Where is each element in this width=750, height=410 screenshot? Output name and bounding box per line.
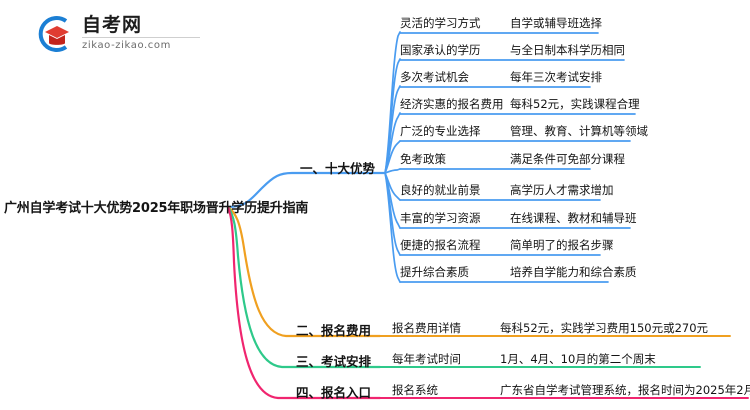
ten-advantages-underlines xyxy=(399,32,636,283)
branch-line-registration-portal xyxy=(226,205,382,400)
leaf-key: 报名费用详情 xyxy=(392,321,461,335)
logo-domain: zikao-zikao.com xyxy=(82,40,171,51)
leaf-value: 每年三次考试安排 xyxy=(510,70,602,84)
leaf-value: 培养自学能力和综合素质 xyxy=(510,265,637,279)
leaf-value: 1月、4月、10月的第二个周末 xyxy=(500,352,656,366)
branch-label-ten-advantages[interactable]: 一、十大优势 xyxy=(300,161,376,176)
leaf-key: 每年考试时间 xyxy=(392,352,461,366)
site-logo[interactable]: 自考网 zikao-zikao.com xyxy=(32,12,212,56)
leaf-value: 自学或辅导班选择 xyxy=(510,16,602,30)
leaf-key: 提升综合素质 xyxy=(400,265,469,279)
logo-text: 自考网 zikao-zikao.com xyxy=(82,14,200,52)
leaf-value: 在线课程、教材和辅导班 xyxy=(510,211,637,225)
leaf-key: 广泛的专业选择 xyxy=(400,124,481,138)
zikao-logo-icon xyxy=(38,16,69,52)
leaf-key: 经济实惠的报名费用 xyxy=(400,97,504,111)
branch-line-registration-fee xyxy=(226,205,382,338)
leaf-value: 每科52元，实践课程合理 xyxy=(510,97,640,111)
ten-advantages-fan xyxy=(384,31,401,283)
leaf-key: 报名系统 xyxy=(392,383,438,397)
leaf-value: 高学历人才需求增加 xyxy=(510,183,614,197)
leaf-value: 广东省自学考试管理系统，报名时间为2025年2月25日至3月8日 xyxy=(500,383,750,397)
branch-line-exam-schedule xyxy=(226,205,382,369)
logo-title: 自考网 xyxy=(82,14,143,36)
branch-line-ten-advantages xyxy=(226,171,387,209)
leaf-key: 良好的就业前景 xyxy=(400,183,481,197)
logo-divider xyxy=(82,37,200,38)
branch-label-registration-fee[interactable]: 二、报名费用 xyxy=(296,323,372,338)
root-connector-group xyxy=(226,171,387,400)
leaf-key: 便捷的报名流程 xyxy=(400,238,481,252)
leaf-key: 多次考试机会 xyxy=(400,70,469,84)
leaf-key: 灵活的学习方式 xyxy=(400,16,481,30)
leaf-key: 丰富的学习资源 xyxy=(400,211,481,225)
leaf-value: 与全日制本科学历相同 xyxy=(510,43,625,57)
lower-branch-underlines xyxy=(379,335,749,399)
root-node-title: 广州自学考试十大优势2025年职场晋升学历提升指南 xyxy=(4,201,309,216)
leaf-key: 国家承认的学历 xyxy=(400,43,481,57)
leaf-value: 满足条件可免部分课程 xyxy=(510,152,625,166)
leaf-value: 管理、教育、计算机等领域 xyxy=(510,124,648,138)
leaf-value: 每科52元，实践学习费用150元或270元 xyxy=(500,321,709,335)
branch-label-exam-schedule[interactable]: 三、考试安排 xyxy=(296,354,372,369)
leaf-value: 简单明了的报名步骤 xyxy=(510,238,614,252)
branch-label-registration-portal[interactable]: 四、报名入口 xyxy=(296,385,372,400)
leaf-key: 免考政策 xyxy=(400,152,446,166)
